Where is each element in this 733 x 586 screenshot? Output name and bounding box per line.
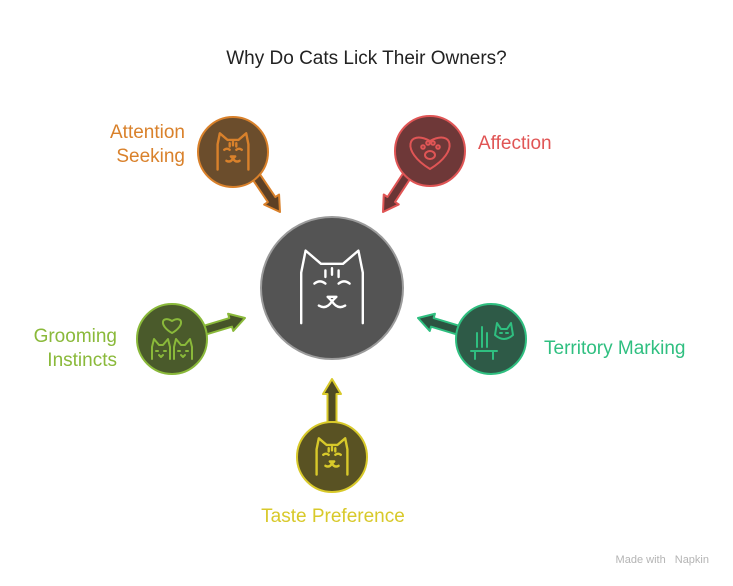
label-grooming-instincts: Grooming Instincts [34,325,117,373]
diagram-title: Why Do Cats Lick Their Owners? [226,48,507,69]
label-line: Attention [110,122,185,143]
node-attention-circle [197,116,269,188]
label-attention-seeking: Attention Seeking [110,121,185,169]
heart-paw-icon [409,136,451,170]
label-line: Instincts [47,350,117,371]
watermark-prefix: Made with [615,554,666,566]
napkin-brand: Napkin [674,554,709,566]
arrow-territory [417,312,464,337]
node-taste-circle [296,421,368,493]
cats-heart-icon [151,318,193,360]
label-line: Seeking [116,146,185,167]
cat-face-icon [299,249,365,325]
arrow-grooming [199,312,246,337]
node-grooming-circle [136,303,208,375]
node-territory-circle [455,303,527,375]
arrow-taste [322,378,342,423]
cat-scratching-post-icon [470,322,514,360]
label-line: Affection [478,133,552,154]
cat-face-icon [315,437,349,476]
cat-face-icon [216,132,250,171]
label-line: Taste Preference [261,506,405,527]
label-taste-preference: Taste Preference [0,505,666,529]
watermark: Made with Napkin [616,554,709,566]
label-territory-marking: Territory Marking [544,337,685,361]
center-circle [260,216,404,360]
label-line: Territory Marking [544,338,686,359]
label-affection: Affection [478,132,552,156]
label-line: Grooming [33,326,117,347]
